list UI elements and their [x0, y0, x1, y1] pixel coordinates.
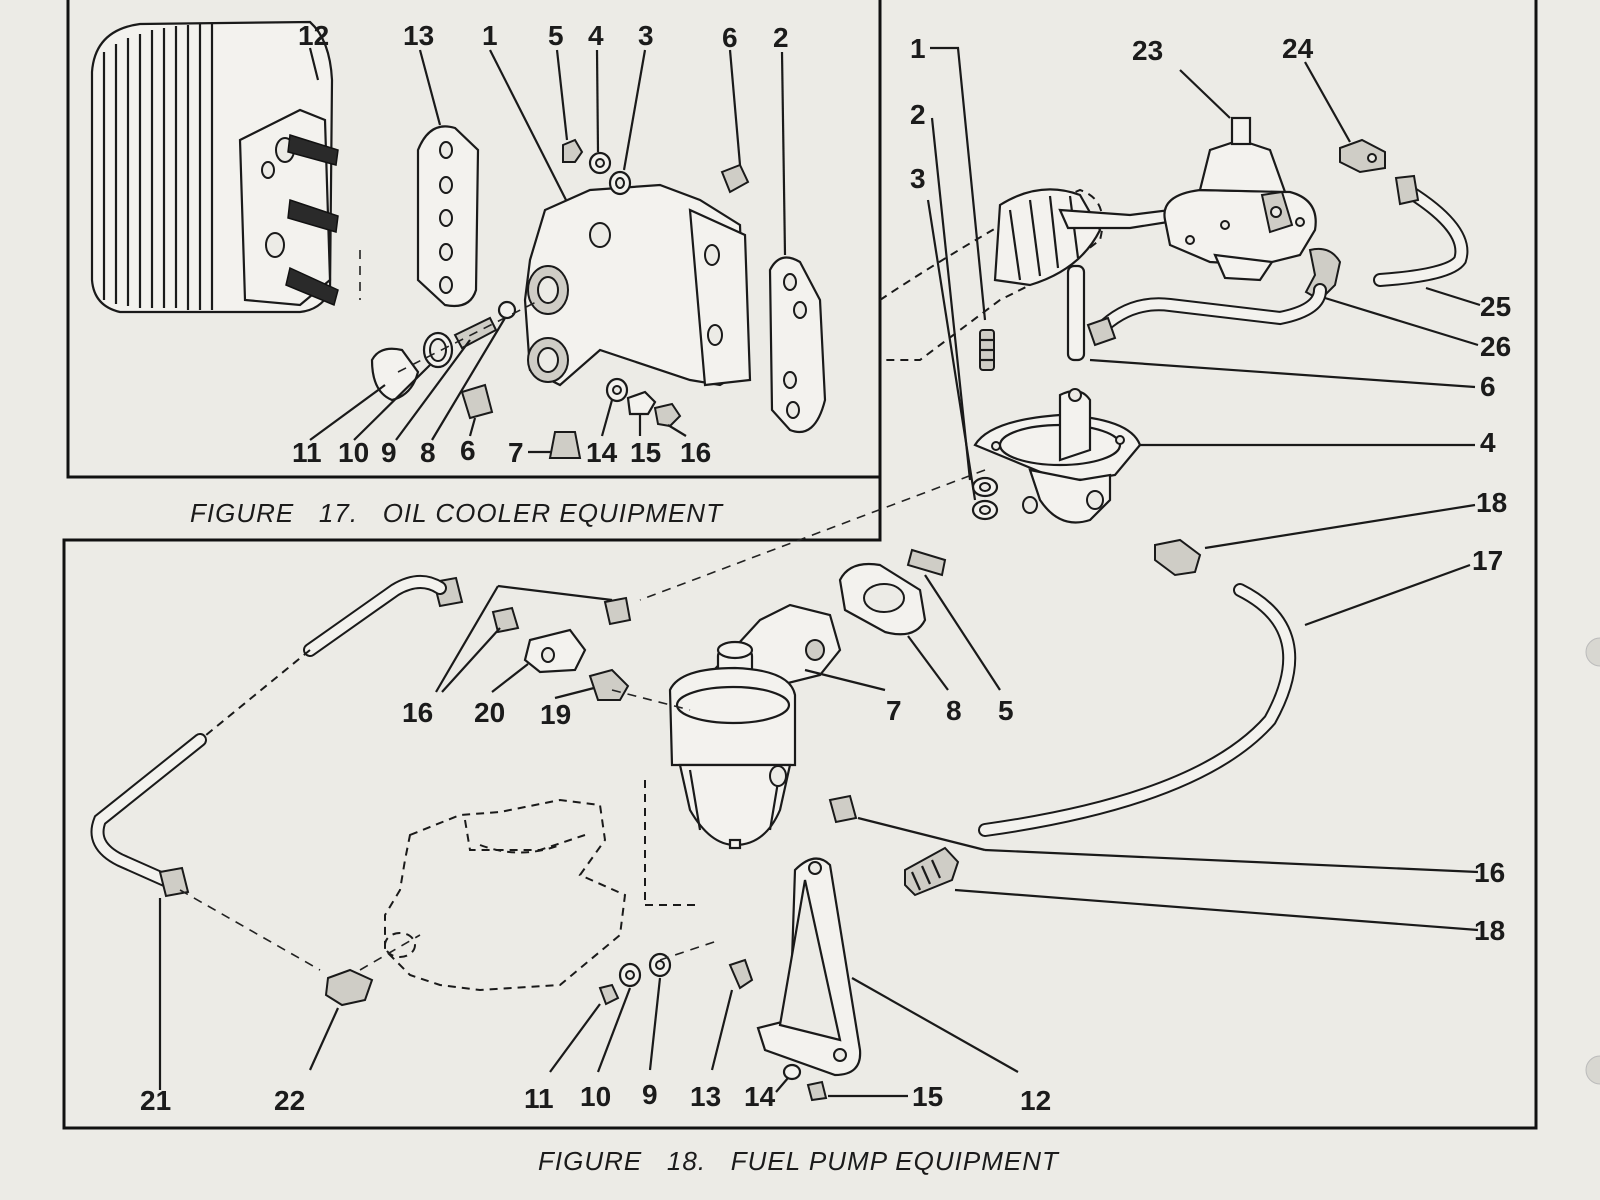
figure-18-leader-lines: [158, 574, 1479, 1098]
callout-25: 25: [1480, 291, 1511, 322]
figure-17-caption: FIGURE 17. OIL COOLER EQUIPMENT: [190, 498, 724, 528]
binder-holes: [1585, 637, 1600, 1085]
callout-9: 9: [642, 1079, 658, 1110]
gasket-8: [838, 562, 927, 636]
callout-10: 10: [338, 437, 369, 468]
callout-2: 2: [773, 22, 789, 53]
fuel-pump-assembly: [668, 603, 842, 850]
callout-5: 5: [548, 20, 564, 51]
fuel-regulator-23: [1163, 116, 1317, 282]
callout-4: 4: [588, 20, 604, 51]
callout-24: 24: [1282, 33, 1314, 64]
callout-6b: 6: [460, 435, 476, 466]
callout-12: 12: [1020, 1085, 1051, 1116]
oil-cooler-adapter-1: [523, 183, 752, 387]
stud-1: [979, 329, 995, 371]
callout-17: 17: [1472, 545, 1503, 576]
upper-fuel-callouts: 1 2 3 23 24 25 26 6 4 18 17: [910, 33, 1511, 576]
fuel-line-21: [90, 575, 447, 898]
callout-6: 6: [1480, 371, 1496, 402]
oil-cooler-core: [90, 20, 361, 314]
callout-21: 21: [140, 1085, 171, 1116]
callout-1: 1: [910, 33, 926, 64]
callout-11: 11: [524, 1083, 554, 1114]
fitting-18-upper: [1154, 538, 1202, 577]
fuel-line-25: [1373, 174, 1469, 287]
callout-8: 8: [946, 695, 962, 726]
fitting-24: [1339, 138, 1386, 174]
figure-18-caption: FIGURE 18. FUEL PUMP EQUIPMENT: [538, 1146, 1060, 1176]
pump-fittings: [432, 576, 960, 897]
callout-12: 12: [298, 20, 329, 51]
stud-5: [906, 548, 947, 577]
pump-base-4: [973, 388, 1142, 524]
fuel-pump-pushrod-housing: [879, 188, 1172, 361]
callout-3: 3: [638, 20, 654, 51]
callout-6: 6: [722, 22, 738, 53]
callout-2: 2: [910, 99, 926, 130]
callout-15: 15: [912, 1081, 943, 1112]
washers-2-3: [971, 476, 999, 521]
fuel-line-17: [978, 583, 1297, 837]
callout-18: 18: [1474, 915, 1505, 946]
callout-13: 13: [690, 1081, 721, 1112]
elbow-26: [1086, 247, 1342, 347]
figure-18-frame: [62, 0, 1538, 1130]
callout-15: 15: [630, 437, 661, 468]
fitting-22: [324, 968, 374, 1007]
callout-16: 16: [680, 437, 711, 468]
oil-cooler-gasket-13: [416, 125, 480, 308]
callout-18: 18: [1476, 487, 1507, 518]
callout-22: 22: [274, 1085, 305, 1116]
oil-cooler-gasket-2: [768, 256, 827, 433]
figure-17-callouts: 12 13 1 5 4 3 6 2 11 10 9 8 6 7 14 15 16: [292, 20, 789, 468]
callout-20: 20: [474, 697, 505, 728]
upper-fuel-leader-lines: [639, 46, 1481, 627]
callout-14: 14: [744, 1081, 776, 1112]
callout-1: 1: [482, 20, 498, 51]
callout-10: 10: [580, 1081, 611, 1112]
callout-19: 19: [540, 699, 571, 730]
callout-16b: 16: [1474, 857, 1505, 888]
callout-23: 23: [1132, 35, 1163, 66]
bracket-12: [756, 857, 862, 1077]
callout-8: 8: [420, 437, 436, 468]
figure-18-callouts: 16 20 19 7 8 5 16 18 21 22 11 10 9 13 14…: [140, 695, 1505, 1116]
callout-7: 7: [508, 437, 524, 468]
pushrod-6: [1066, 264, 1086, 362]
callout-14: 14: [586, 437, 618, 468]
callout-4: 4: [1480, 427, 1496, 458]
callout-7: 7: [886, 695, 902, 726]
small-hardware: [598, 952, 828, 1102]
callout-9: 9: [381, 437, 397, 468]
callout-11: 11: [292, 437, 322, 468]
oil-cooler-hardware: [370, 138, 750, 459]
figure-17-leader-lines: [308, 47, 787, 454]
callout-3: 3: [910, 163, 926, 194]
callout-26: 26: [1480, 331, 1511, 362]
callout-13: 13: [403, 20, 434, 51]
callout-16: 16: [402, 697, 433, 728]
callout-5: 5: [998, 695, 1014, 726]
carburetor-outline: [384, 780, 700, 992]
